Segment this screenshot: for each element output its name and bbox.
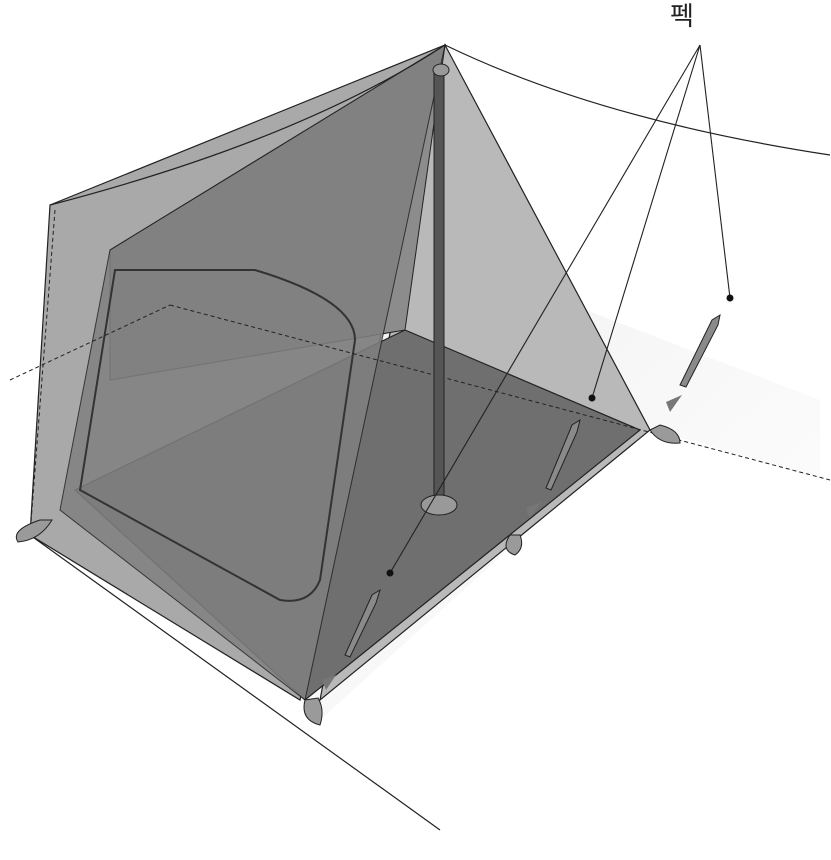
pole-top [433,64,449,76]
callout-dot-3 [727,295,734,302]
side-loop [506,535,522,555]
callout-dot-2 [589,395,596,402]
callout-line-3 [700,45,730,298]
peg-callout-label: 펙 [670,2,694,32]
center-pole [434,70,444,510]
callout-dot-1 [387,570,394,577]
corner-loop-front [304,698,322,725]
